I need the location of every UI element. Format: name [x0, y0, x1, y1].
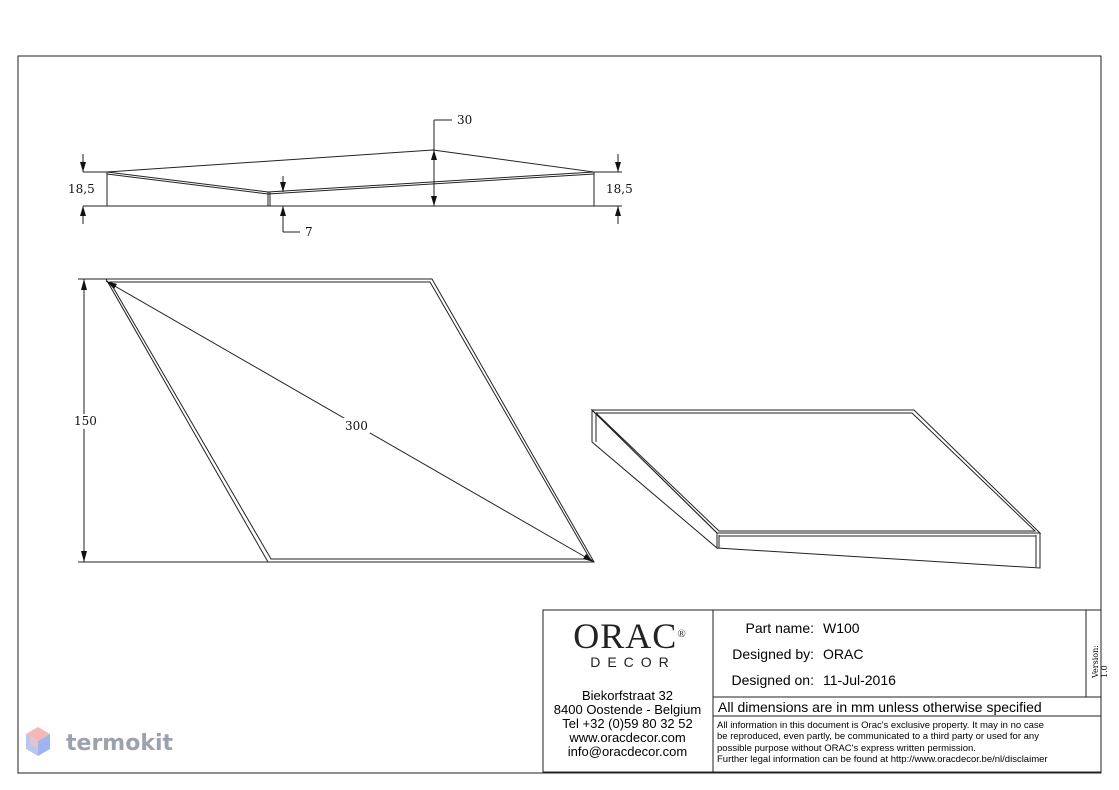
company-address: Biekorfstraat 32 8400 Oostende - Belgium…: [545, 689, 710, 759]
registered-mark: ®: [677, 628, 687, 640]
dim-height: 150: [74, 414, 97, 428]
logo-sub-text: DECOR: [590, 654, 676, 670]
designed-by-label: Designed by:: [732, 646, 814, 662]
version-label: Version: 1.0: [1091, 645, 1109, 678]
part-name-value: W100: [823, 620, 860, 636]
designed-by-value: ORAC: [823, 646, 864, 662]
watermark-text: termokit: [66, 731, 174, 756]
legal-line-3: possible purpose without ORAC's express …: [717, 742, 976, 754]
address-tel: Tel +32 (0)59 80 32 52: [562, 716, 693, 731]
termokit-logo-icon: [26, 727, 50, 756]
side-elevation-view: [82, 119, 622, 233]
address-city: 8400 Oostende - Belgium: [553, 702, 702, 717]
logo-main-text: ORAC®: [573, 616, 687, 656]
address-email: info@oracdecor.com: [567, 744, 688, 759]
legal-line-2: be reproduced, even partly, be communica…: [717, 731, 1039, 743]
designed-on-label: Designed on:: [731, 672, 814, 688]
plan-view-arrows: [81, 279, 594, 562]
legal-line-4: Further legal information can be found a…: [717, 753, 1048, 765]
legal-line-1: All information in this document is Orac…: [717, 720, 1044, 731]
orac-decor-logo: ORAC® DECOR: [560, 618, 700, 670]
address-web: www.oracdecor.com: [569, 730, 686, 745]
dim-top-height: 30: [457, 113, 472, 127]
termokit-watermark: termokit: [60, 731, 173, 756]
dim-step: 7: [305, 225, 313, 239]
dimensions-note: All dimensions are in mm unless otherwis…: [718, 699, 1042, 715]
address-street: Biekorfstraat 32: [581, 688, 674, 703]
isometric-view: [590, 408, 1042, 569]
legal-notice: All information in this document is Orac…: [717, 720, 1089, 765]
part-name-label: Part name:: [745, 620, 814, 636]
dim-diagonal: 300: [345, 419, 368, 433]
dim-edge-right: 18,5: [606, 182, 633, 196]
title-block-frame: [542, 609, 1102, 773]
plan-view: [78, 278, 595, 563]
designed-on-value: 11-Jul-2016: [823, 672, 896, 688]
sheet-border: [17, 55, 1102, 774]
dim-edge-left: 18,5: [68, 182, 95, 196]
side-elevation-arrows: [80, 150, 621, 216]
